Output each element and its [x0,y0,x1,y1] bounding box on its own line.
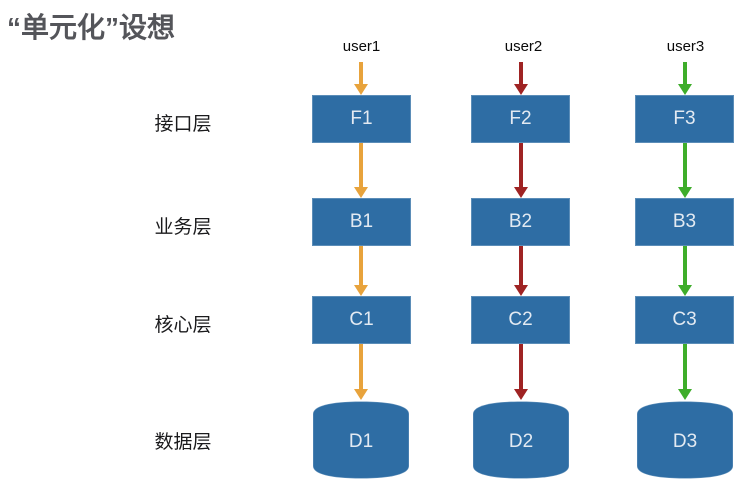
node-b1: B1 [312,198,411,246]
node-d1-label: D1 [349,431,373,452]
arrow-f3-to-b3-icon [678,143,692,198]
node-f1: F1 [312,95,411,143]
arrow-c1-to-d1-icon [354,344,368,400]
node-d3-label: D3 [673,431,697,452]
page-title: “单元化”设想 [7,12,176,43]
database-cylinder-d1: D1 [312,400,410,480]
user2-label: user2 [504,38,543,55]
user3-label: user3 [666,38,705,55]
node-c1: C1 [312,296,411,344]
layer-label-interface: 接口层 [154,114,212,135]
arrow-b1-to-c1-icon [354,246,368,296]
node-c3: C3 [635,296,734,344]
layer-label-core: 核心层 [154,315,212,336]
arrow-f1-to-b1-icon [354,143,368,198]
node-d2-label: D2 [509,431,533,452]
user1-label: user1 [342,38,381,55]
arrow-f2-to-b2-icon [514,143,528,198]
arrow-b2-to-c2-icon [514,246,528,296]
arrow-c2-to-d2-icon [514,344,528,400]
arrow-user1-to-f1-icon [354,62,368,95]
node-b3: B3 [635,198,734,246]
layer-label-data: 数据层 [154,432,212,453]
arrow-user3-to-f3-icon [678,62,692,95]
database-cylinder-d2: D2 [472,400,570,480]
node-f2: F2 [471,95,570,143]
node-c2: C2 [471,296,570,344]
arrow-c3-to-d3-icon [678,344,692,400]
arrow-user2-to-f2-icon [514,62,528,95]
layer-label-business: 业务层 [154,217,212,238]
node-b2: B2 [471,198,570,246]
arrow-b3-to-c3-icon [678,246,692,296]
database-cylinder-d3: D3 [636,400,734,480]
node-f3: F3 [635,95,734,143]
